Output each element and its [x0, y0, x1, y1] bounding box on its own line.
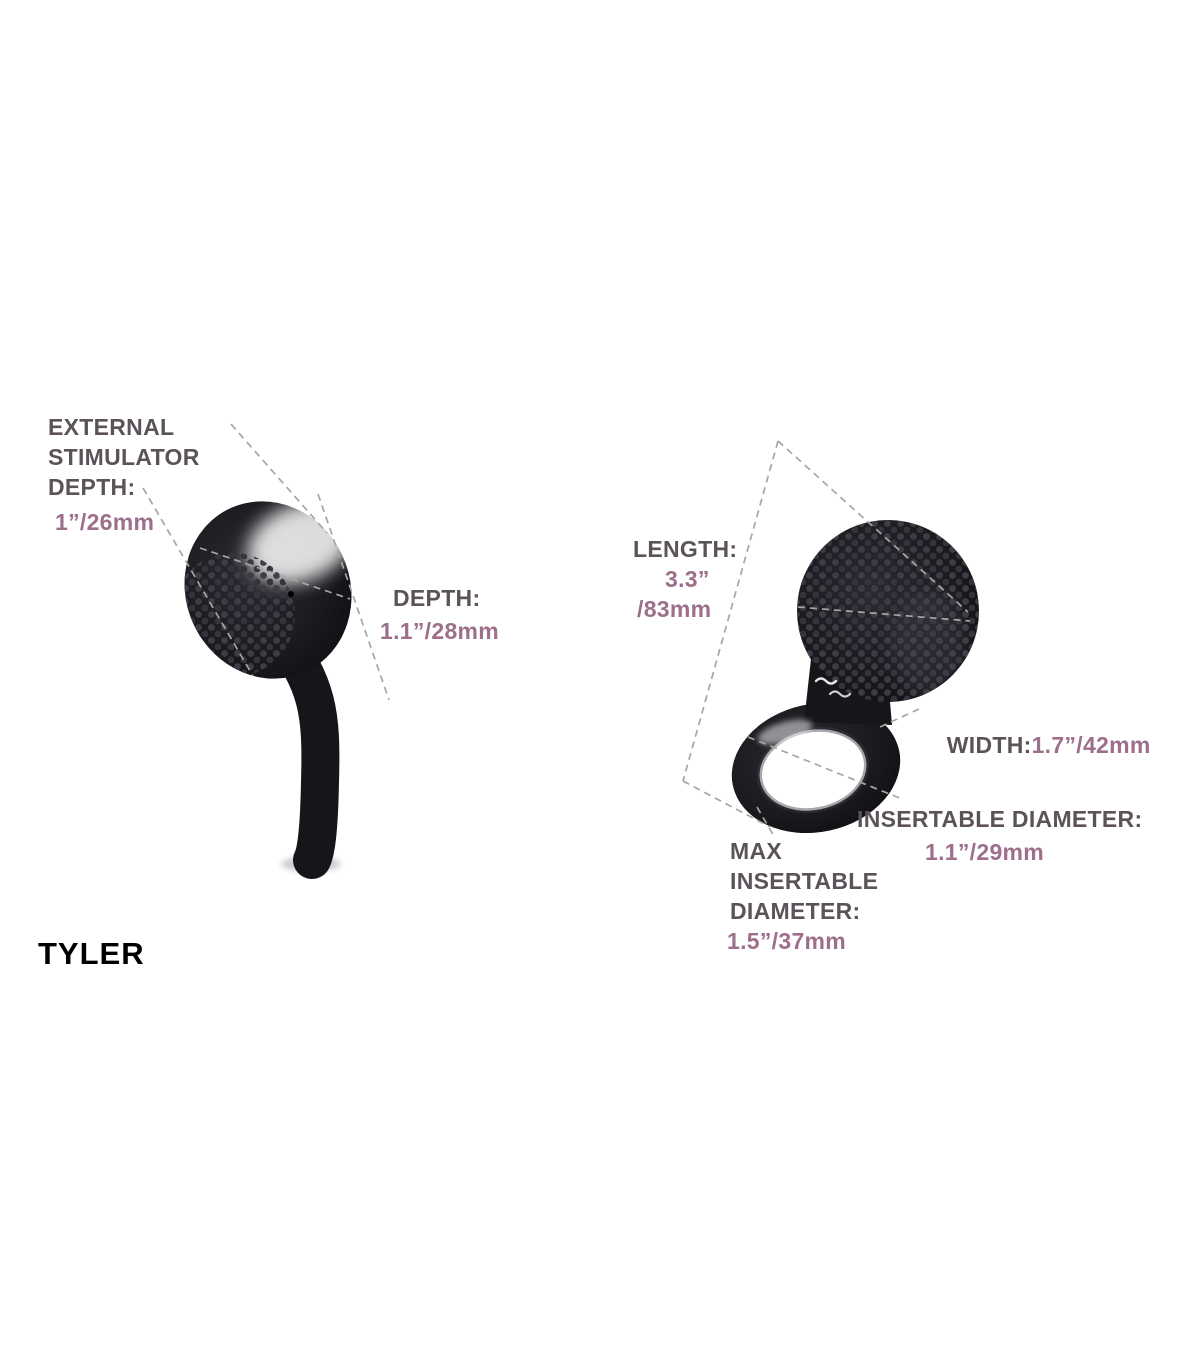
measurement-lines [142, 423, 971, 839]
ring-hole [759, 729, 867, 811]
depth-label: DEPTH: [393, 585, 481, 611]
depth-value: 1.1”/28mm [380, 618, 500, 644]
measure-line-ball-cross [797, 606, 971, 622]
front-view-product [731, 520, 979, 834]
length-label: LENGTH: [633, 536, 738, 562]
max-insertable-diameter-label: MAX INSERTABLE DIAMETER: [730, 838, 885, 924]
product-name: TYLER [38, 936, 145, 971]
insertable-diameter-value: 1.1”/29mm [925, 839, 1045, 865]
measure-line-depth-right [317, 493, 390, 701]
external-stimulator-depth-label: EXTERNAL STIMULATOR DEPTH: [48, 414, 207, 500]
width-annotation: WIDTH:1.7”/42mm [920, 700, 1151, 790]
measure-line-length-top [777, 440, 969, 613]
width-value: 1.7”/42mm [1031, 732, 1151, 758]
external-stimulator-depth-value: 1”/26mm [55, 509, 155, 535]
measure-line-ext-depth-top [230, 423, 328, 534]
ball-sheen [892, 590, 968, 700]
measure-line-depth-cross [199, 547, 351, 600]
length-value-inches: 3.3” [665, 566, 710, 592]
measure-line-ring-cross [747, 736, 903, 800]
head-detail-dot [288, 591, 294, 597]
width-label: WIDTH: [946, 732, 1032, 758]
stimulator-texture [171, 553, 295, 677]
vibration-wave-icon [814, 677, 838, 685]
max-insertable-diameter-value: 1.5”/37mm [727, 928, 847, 954]
vibration-wave-icon [828, 690, 852, 698]
ring-gloss-highlight [757, 719, 813, 745]
length-value-mm: /83mm [637, 596, 712, 622]
side-view-product [171, 501, 353, 879]
measure-line-length-bottom [682, 780, 771, 828]
measure-line-length-left [682, 440, 779, 782]
measure-line-ext-depth-left [142, 487, 254, 677]
measure-line-max-diameter [756, 806, 776, 839]
insertable-diameter-label: INSERTABLE DIAMETER: [857, 806, 1143, 832]
